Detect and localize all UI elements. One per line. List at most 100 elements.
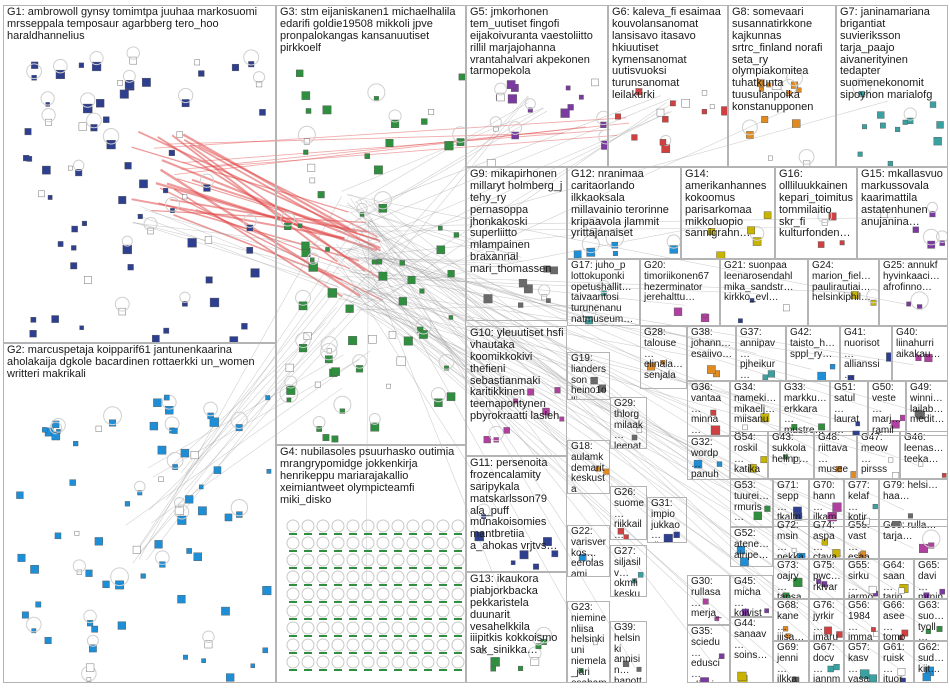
node	[379, 669, 387, 671]
node	[821, 581, 828, 588]
group-g41: G41: nuorisot… allianssi…	[840, 326, 892, 381]
node-loop	[451, 655, 465, 669]
edge	[360, 226, 673, 361]
node-loop	[376, 655, 390, 669]
edge	[337, 111, 672, 255]
node	[907, 513, 913, 519]
node	[835, 466, 843, 473]
edge	[133, 221, 338, 287]
node	[833, 664, 840, 671]
edge	[371, 102, 668, 307]
node	[659, 139, 667, 146]
group-g20: G20: timoriikonen67 hezerminator jerehal…	[640, 259, 720, 326]
group-nodes	[474, 503, 559, 570]
node	[836, 631, 843, 638]
edge	[365, 241, 627, 572]
node	[390, 119, 400, 128]
node	[334, 635, 342, 637]
node-loop	[361, 621, 375, 635]
node	[236, 511, 243, 518]
group-label: G64: saan… tarin…	[883, 560, 905, 599]
node	[348, 336, 358, 346]
node	[897, 668, 906, 676]
node	[23, 155, 30, 162]
node	[85, 569, 93, 577]
node	[379, 550, 387, 552]
node-loop	[451, 638, 465, 652]
node-loop	[406, 536, 420, 550]
node	[229, 336, 239, 342]
group-nodes	[824, 626, 843, 638]
node	[355, 365, 364, 373]
node	[527, 107, 533, 113]
node	[868, 585, 877, 594]
node	[129, 56, 137, 65]
edge	[346, 250, 812, 370]
edge	[148, 327, 335, 511]
node	[194, 59, 201, 66]
self-loop	[373, 191, 392, 210]
node	[530, 657, 540, 666]
node	[246, 224, 254, 232]
node-loop	[286, 553, 300, 567]
node	[322, 105, 332, 115]
self-loop	[178, 87, 194, 104]
node	[483, 435, 491, 444]
node	[339, 408, 346, 414]
node	[176, 131, 183, 138]
group-g47: G47: meow… pirsss…	[857, 431, 900, 479]
group-label: G39: helsinki annisin… hapott…	[614, 622, 642, 683]
node	[319, 533, 327, 535]
node-loop	[436, 638, 450, 652]
node	[325, 247, 330, 252]
node	[394, 584, 402, 586]
edge	[351, 95, 662, 213]
group-g56: G56: 1984… jmma…	[844, 599, 879, 641]
node	[817, 371, 826, 380]
group-nodes	[23, 46, 266, 342]
node-loop	[406, 519, 420, 533]
node-loop	[346, 553, 360, 567]
node	[301, 91, 311, 100]
node	[578, 94, 584, 100]
node	[550, 266, 558, 275]
group-g19: G19: liandersson heino1olli lieliverkost…	[567, 352, 610, 400]
node	[761, 115, 769, 123]
group-g52: G52: atene… airipe…	[730, 527, 773, 567]
node-loop	[406, 655, 420, 669]
node	[901, 629, 909, 637]
self-loop	[581, 305, 597, 320]
node	[716, 251, 726, 258]
group-label: G38: johann… esaiivo…	[691, 327, 733, 360]
node	[918, 543, 928, 553]
edge	[336, 254, 664, 529]
self-loop	[199, 173, 215, 188]
self-loop	[114, 296, 130, 312]
node-loop	[301, 621, 315, 635]
node	[912, 226, 919, 233]
node	[84, 276, 92, 284]
node	[756, 79, 765, 87]
group-g68: G68: kane… jiisa…	[773, 599, 809, 641]
self-loop	[295, 332, 311, 349]
edge	[348, 252, 792, 514]
node	[832, 549, 841, 558]
node	[740, 557, 749, 566]
self-loop	[202, 630, 215, 643]
node	[863, 517, 870, 525]
self-loop	[528, 646, 542, 661]
node	[892, 472, 899, 478]
node	[701, 108, 708, 115]
node-loop	[421, 536, 435, 550]
node	[349, 669, 357, 671]
node-loop	[361, 536, 375, 550]
edge	[338, 204, 522, 258]
group-nodes	[707, 365, 720, 378]
edge	[357, 227, 520, 404]
node	[454, 652, 462, 654]
group-nodes	[817, 208, 845, 248]
node	[91, 625, 99, 633]
edge	[184, 307, 338, 474]
node-loop	[286, 655, 300, 669]
node	[793, 577, 803, 587]
